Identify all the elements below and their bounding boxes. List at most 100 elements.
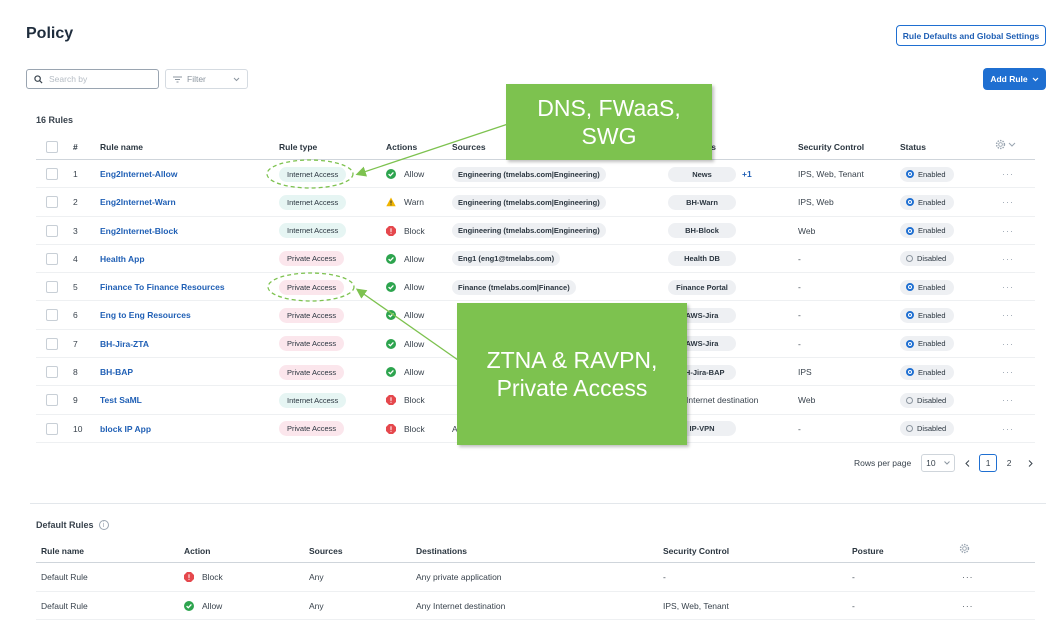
rule-type-badge: Internet Access [279, 166, 347, 182]
status-badge[interactable]: Enabled [900, 223, 954, 239]
rule-defaults-button[interactable]: Rule Defaults and Global Settings [896, 25, 1046, 46]
status-badge[interactable]: Disabled [900, 421, 955, 437]
dcol-sources: Sources [309, 546, 343, 556]
dcol-posture: Posture [852, 546, 884, 556]
radio-on-icon [906, 226, 914, 235]
info-icon[interactable]: i [98, 520, 109, 530]
rule-type-badge: Private Access [279, 336, 345, 352]
default-row-menu-button[interactable]: ··· [962, 600, 974, 611]
source-badge: Engineering (tmelabs.com|Engineering) [452, 194, 606, 210]
callout-2-line-1: ZTNA & RAVPN, [486, 346, 658, 373]
row-checkbox[interactable] [46, 168, 58, 180]
row-menu-button[interactable]: ··· [1002, 169, 1014, 179]
security-control: IPS [798, 367, 812, 378]
rule-name-link[interactable]: Eng2Internet-Warn [100, 197, 176, 208]
radio-on-icon [906, 311, 914, 320]
status-badge[interactable]: Enabled [900, 166, 954, 182]
status-badge[interactable]: Enabled [900, 194, 954, 210]
status-badge[interactable]: Disabled [900, 251, 955, 267]
row-checkbox[interactable] [46, 196, 58, 209]
row-checkbox[interactable] [46, 366, 58, 379]
row-checkbox[interactable] [46, 281, 58, 294]
row-checkbox[interactable] [46, 422, 58, 435]
row-menu-button[interactable]: ··· [1002, 197, 1014, 208]
filter-dropdown[interactable]: Filter [165, 69, 248, 89]
status-badge[interactable]: Enabled [900, 307, 954, 323]
col-actions[interactable]: Actions [386, 142, 418, 152]
default-security-control: IPS, Web, Tenant [663, 600, 729, 611]
row-menu-button[interactable]: ··· [1002, 367, 1014, 378]
rows-per-page-label: Rows per page [854, 458, 912, 468]
security-control: - [798, 338, 801, 349]
col-sources[interactable]: Sources [452, 142, 486, 152]
row-checkbox[interactable] [46, 252, 58, 265]
row-checkbox[interactable] [46, 224, 58, 237]
rows-per-page-select[interactable]: 10 [921, 454, 956, 472]
rule-name-link[interactable]: Eng2Internet-Block [100, 225, 178, 236]
search-box[interactable] [26, 69, 159, 89]
more-destinations-link[interactable]: +1 [742, 169, 752, 179]
rule-name-link[interactable]: block IP App [100, 423, 152, 434]
status-badge[interactable]: Enabled [900, 364, 954, 380]
rule-name-link[interactable]: Finance To Finance Resources [100, 282, 225, 293]
column-settings[interactable] [995, 139, 1016, 150]
security-control: Web [798, 225, 816, 236]
next-page-button[interactable] [1021, 454, 1039, 472]
dcol-action: Action [184, 546, 211, 556]
prev-page-button[interactable] [958, 454, 976, 472]
status-label: Enabled [918, 310, 946, 320]
check-circle-icon [184, 600, 194, 611]
row-menu-button[interactable]: ··· [1002, 395, 1014, 406]
add-rule-button[interactable]: Add Rule [983, 68, 1046, 90]
default-column-settings[interactable] [959, 543, 970, 556]
page-button-1[interactable]: 1 [979, 454, 998, 472]
col-security-control[interactable]: Security Control [798, 142, 865, 152]
row-menu-button[interactable]: ··· [1002, 423, 1014, 434]
row-checkbox[interactable] [46, 309, 58, 322]
rule-name-link[interactable]: Eng to Eng Resources [100, 310, 191, 321]
default-posture: - [852, 600, 855, 611]
row-checkbox[interactable] [46, 337, 58, 350]
default-rules-header: Rule name Action Sources Destinations Se… [36, 538, 1035, 563]
row-number: 1 [73, 169, 78, 179]
page-button-2[interactable]: 2 [1006, 458, 1012, 468]
status-badge[interactable]: Enabled [900, 279, 954, 295]
row-menu-button[interactable]: ··· [1002, 338, 1014, 349]
search-input[interactable] [49, 74, 149, 84]
row-menu-button[interactable]: ··· [1002, 253, 1014, 264]
rule-name-link[interactable]: BH-Jira-ZTA [100, 338, 149, 349]
rule-name-link[interactable]: Health App [100, 253, 145, 264]
col-status[interactable]: Status [900, 142, 926, 152]
rule-name-link[interactable]: Test SaML [100, 395, 142, 406]
rule-type-badge: Private Access [279, 421, 345, 437]
destination-badge: BH-Warn [668, 194, 736, 210]
source-text: A [452, 423, 458, 434]
col-rule-name[interactable]: Rule name [100, 142, 143, 152]
action-cell: Allow [386, 245, 424, 273]
status-badge[interactable]: Enabled [900, 336, 954, 352]
row-number: 4 [73, 253, 78, 264]
section-divider [30, 503, 1046, 504]
default-row-menu-button[interactable]: ··· [962, 572, 974, 582]
row-menu-button[interactable]: ··· [1002, 225, 1014, 236]
chevron-down-icon [944, 461, 951, 465]
source-badge: Engineering (tmelabs.com|Engineering) [452, 223, 606, 239]
action-label: Allow [404, 253, 425, 264]
col-rule-type[interactable]: Rule type [279, 142, 318, 152]
status-badge[interactable]: Disabled [900, 392, 955, 408]
radio-off-icon [906, 255, 913, 263]
row-checkbox[interactable] [46, 394, 58, 407]
rule-name-link[interactable]: BH-BAP [100, 367, 134, 378]
rule-name-link[interactable]: Eng2Internet-Allow [100, 169, 178, 179]
row-menu-button[interactable]: ··· [1002, 310, 1014, 321]
row-number: 5 [73, 282, 78, 293]
select-all-checkbox[interactable] [46, 141, 58, 153]
row-menu-button[interactable]: ··· [1002, 282, 1014, 293]
